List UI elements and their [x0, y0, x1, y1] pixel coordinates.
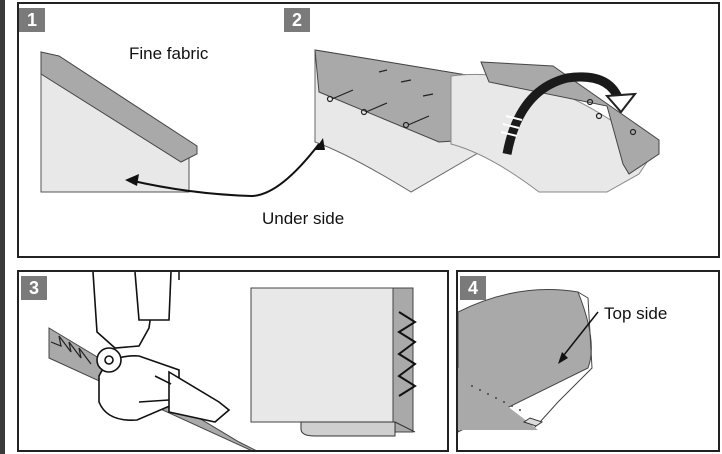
step4-illustration [458, 289, 599, 433]
fold-arrow-step2 [502, 72, 624, 155]
panel-step-4: 4 Top side [456, 270, 720, 452]
connector-arrowhead-left [125, 174, 139, 186]
blind-stitch-closeup-step3 [397, 311, 417, 397]
left-edge-bar [0, 0, 5, 454]
step-badge-4: 4 [460, 276, 486, 300]
hem-fold-closeup-step3 [392, 287, 414, 433]
folded-edge-step3 [300, 421, 396, 437]
step-badge-1: 1 [19, 8, 45, 32]
panel-step-3: 3 [17, 270, 449, 452]
under-side-label: Under side [262, 209, 345, 228]
fine-fabric-label: Fine fabric [129, 44, 209, 63]
connector-arrowhead-right [315, 138, 325, 150]
fabric-closeup-step3 [250, 287, 397, 423]
folded-hem-step1 [40, 51, 198, 163]
stitch-dots-step4 [471, 385, 521, 411]
pins-step2-right [586, 98, 637, 136]
presser-foot-step3 [92, 272, 231, 423]
blind-hem-stitch-step3 [50, 335, 92, 365]
folded-hem-step2-right [480, 61, 660, 175]
hem-tape-step3 [48, 327, 257, 450]
step-badge-2: 2 [284, 8, 310, 32]
fold-arrow-stripes [500, 115, 523, 137]
fold-arrow-head [604, 92, 638, 114]
steps-1-2-illustration [40, 49, 660, 198]
top-side-label: Top side [604, 304, 668, 323]
pointer-arrow-step4 [559, 311, 599, 361]
panel-steps-1-2: 1 2 Fine fabric Under side [17, 2, 720, 258]
connector-arrow [128, 143, 320, 198]
pins-step2-left [326, 69, 434, 129]
step-badge-3: 3 [21, 276, 47, 300]
step3-illustration [48, 272, 417, 450]
